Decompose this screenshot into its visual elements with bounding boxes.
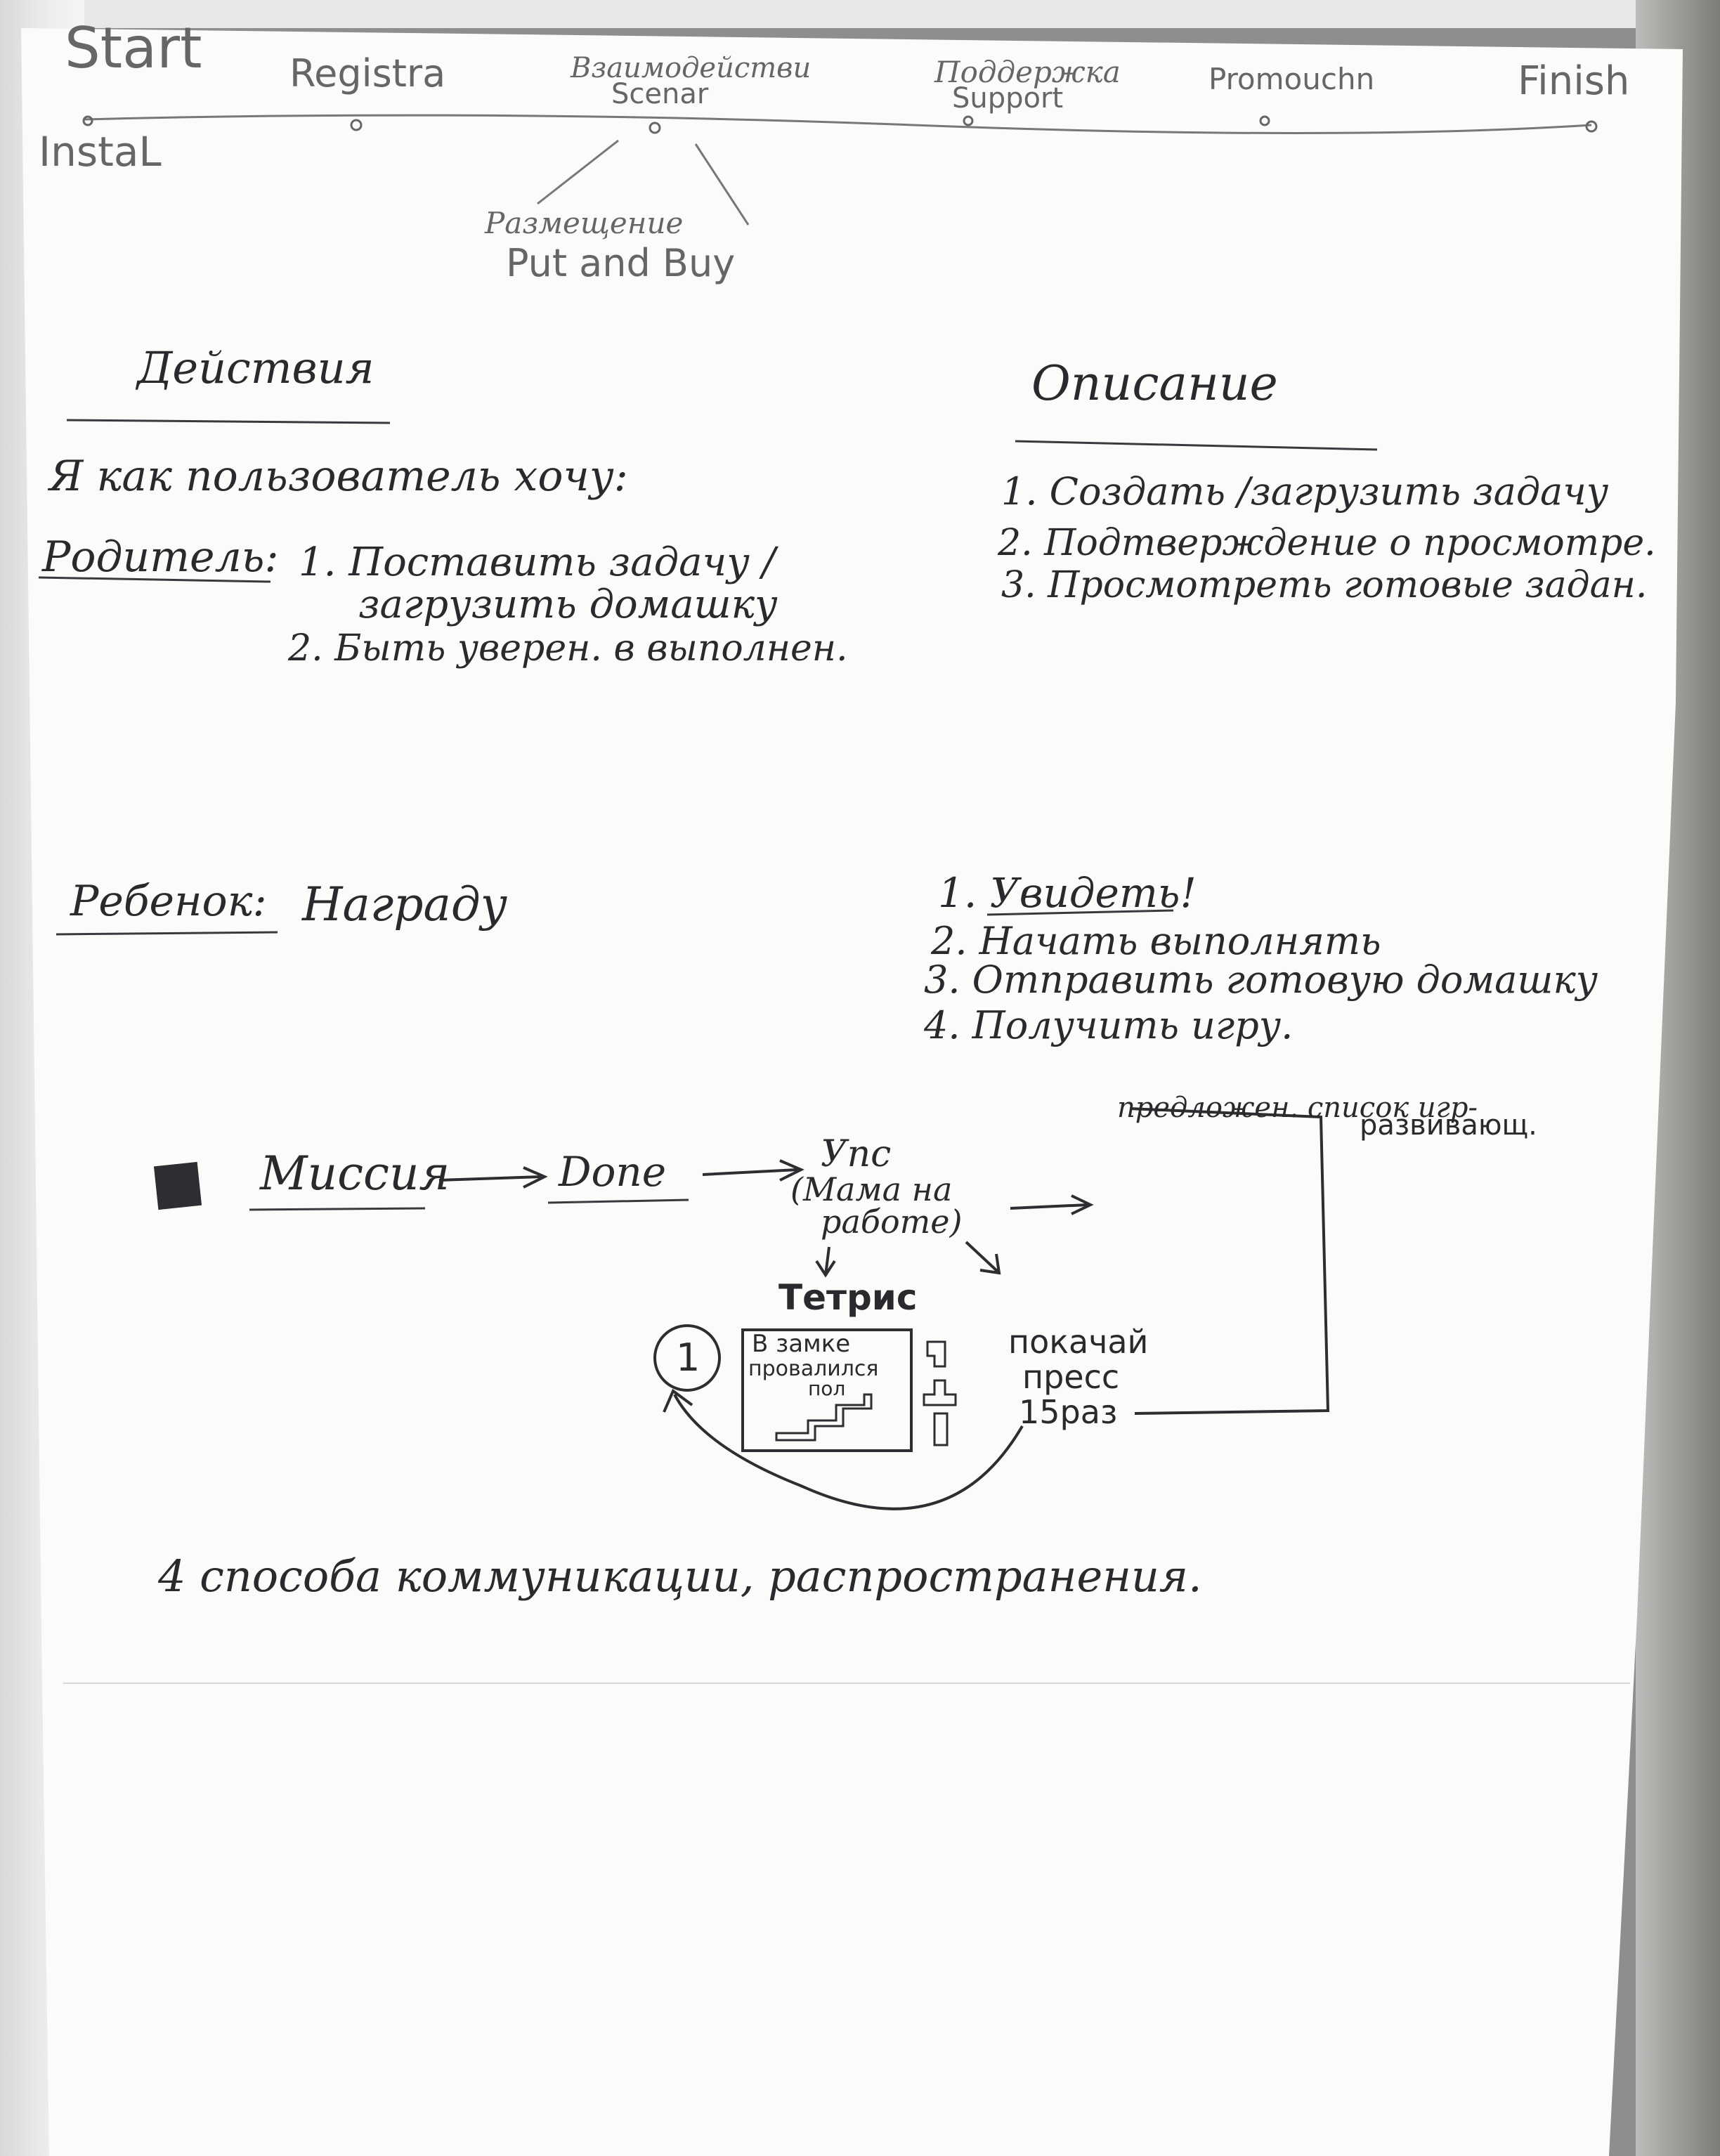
- parent-action-1b: загрузить домашку: [358, 582, 778, 627]
- header-actions: Действия: [137, 342, 374, 393]
- tetris-piece-2: [923, 1379, 957, 1406]
- tetris-piece-3: [933, 1412, 949, 1446]
- timeline-support-ru: Поддержка: [934, 55, 1121, 89]
- pressups-2: пресс: [1022, 1358, 1120, 1396]
- flow-done: Done: [559, 1148, 667, 1196]
- child-desc-3: 3. Отправить готовую домашку: [924, 958, 1598, 1002]
- background-top: [0, 0, 1720, 28]
- flow-oops-3: работе): [821, 1203, 963, 1241]
- child-desc-1: 1. Увидеть!: [938, 869, 1197, 917]
- child-desc-4: 4. Получить игру.: [924, 1003, 1294, 1047]
- pressups-1: покачай: [1008, 1323, 1149, 1361]
- mission-marker-icon: [153, 1161, 202, 1210]
- footer-note: 4 способа коммуникации, распространения.: [158, 1550, 1202, 1602]
- castle-line-1: В замке: [752, 1330, 851, 1358]
- parent-desc-1: 1. Создать /загрузить задачу: [1001, 469, 1609, 514]
- flow-list-title-1: предложен. список игр-: [1117, 1092, 1478, 1124]
- pressups-3: 15раз: [1019, 1393, 1118, 1431]
- parent-action-2: 2. Быть уверен. в выполнен.: [288, 627, 848, 669]
- timeline-dot-install: [82, 115, 93, 126]
- timeline-support-en: Support: [952, 82, 1064, 115]
- timeline-dot-finish: [1585, 120, 1598, 133]
- castle-line-2: провалился: [748, 1357, 879, 1381]
- timeline-interaction-en: Scenar: [611, 78, 709, 110]
- timeline-dot-support: [963, 115, 974, 126]
- paper-fold: [63, 1683, 1630, 1684]
- timeline-dot-registration: [350, 119, 363, 131]
- child-action: Награду: [302, 877, 507, 932]
- game-list-box: [1129, 1107, 1330, 1415]
- flow-list-title-2: развивающ.: [1360, 1109, 1537, 1142]
- timeline-registration: Registra: [289, 51, 446, 96]
- header-description: Описание: [1031, 356, 1278, 412]
- child-label: Ребенок:: [70, 877, 267, 926]
- branch-ru: Размещение: [485, 206, 684, 240]
- intro-text: Я как пользователь хочу:: [49, 452, 628, 501]
- timeline-dot-interaction: [649, 122, 661, 134]
- timeline-finish: Finish: [1518, 58, 1630, 104]
- castle-line-3: пол: [808, 1377, 846, 1400]
- tetris-piece-1: [926, 1340, 946, 1368]
- timeline-promotion: Promouchn: [1208, 62, 1375, 96]
- timeline-dot-promotion: [1259, 115, 1270, 126]
- parent-desc-2: 2. Подтверждение о просмотре.: [998, 522, 1656, 564]
- flow-mission: Миссия: [260, 1146, 450, 1201]
- parent-desc-3: 3. Просмотреть готовые задан.: [1001, 564, 1648, 606]
- step-circle: [653, 1324, 721, 1392]
- branch-en: Put and Buy: [506, 241, 736, 285]
- flow-oops-2: (Мама на: [790, 1170, 953, 1208]
- timeline-interaction-ru: Взаимодействи: [571, 52, 812, 84]
- parent-label: Родитель:: [42, 533, 279, 582]
- tetris-screen: [741, 1328, 913, 1452]
- timeline-start: Start: [65, 15, 202, 81]
- timeline-install: InstaL: [39, 128, 162, 176]
- flow-oops-1: Упс: [821, 1133, 892, 1175]
- step-circle-number: 1: [676, 1335, 701, 1380]
- parent-action-1: 1. Поставить задачу /: [299, 540, 776, 585]
- child-desc-2: 2. Начать выполнять: [931, 919, 1381, 963]
- flow-tetris: Тетрис: [778, 1277, 918, 1318]
